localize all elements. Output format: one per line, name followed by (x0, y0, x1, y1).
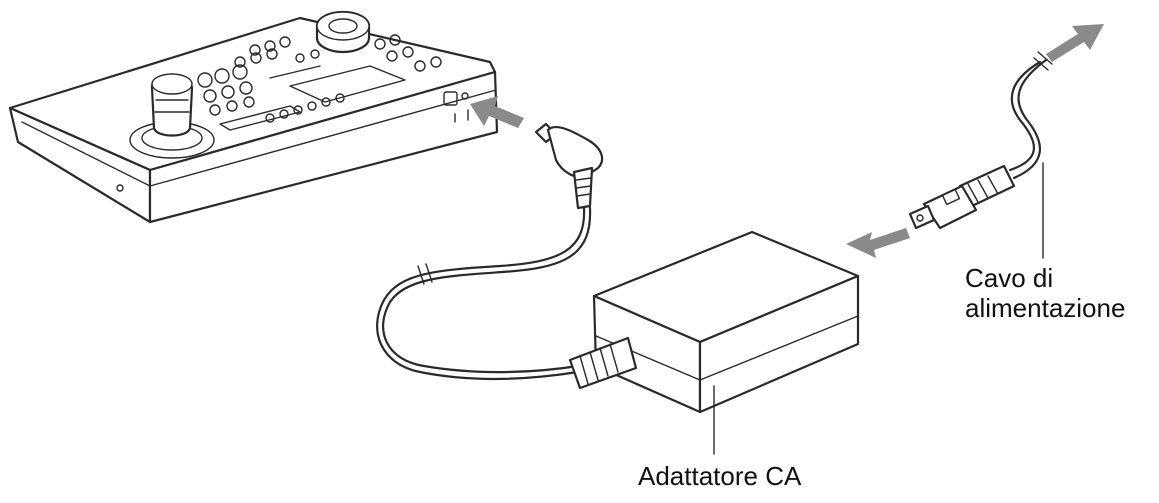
power-cable-label-line2: alimentazione (965, 293, 1126, 323)
dc-cable (376, 206, 586, 380)
ac-adapter (568, 230, 860, 414)
power-cable-label: Cavo di alimentazione (965, 263, 1125, 323)
power-cable-label-line1: Cavo di (965, 263, 1054, 293)
insert-arrow-icon (470, 96, 524, 128)
outlet-arrow-icon (1046, 24, 1104, 62)
remote-controller (8, 10, 499, 224)
power-cord (908, 51, 1053, 230)
connect-arrow-icon (846, 228, 910, 258)
ac-adapter-label: Adattatore CA (638, 461, 802, 491)
dc-plug (534, 122, 604, 210)
